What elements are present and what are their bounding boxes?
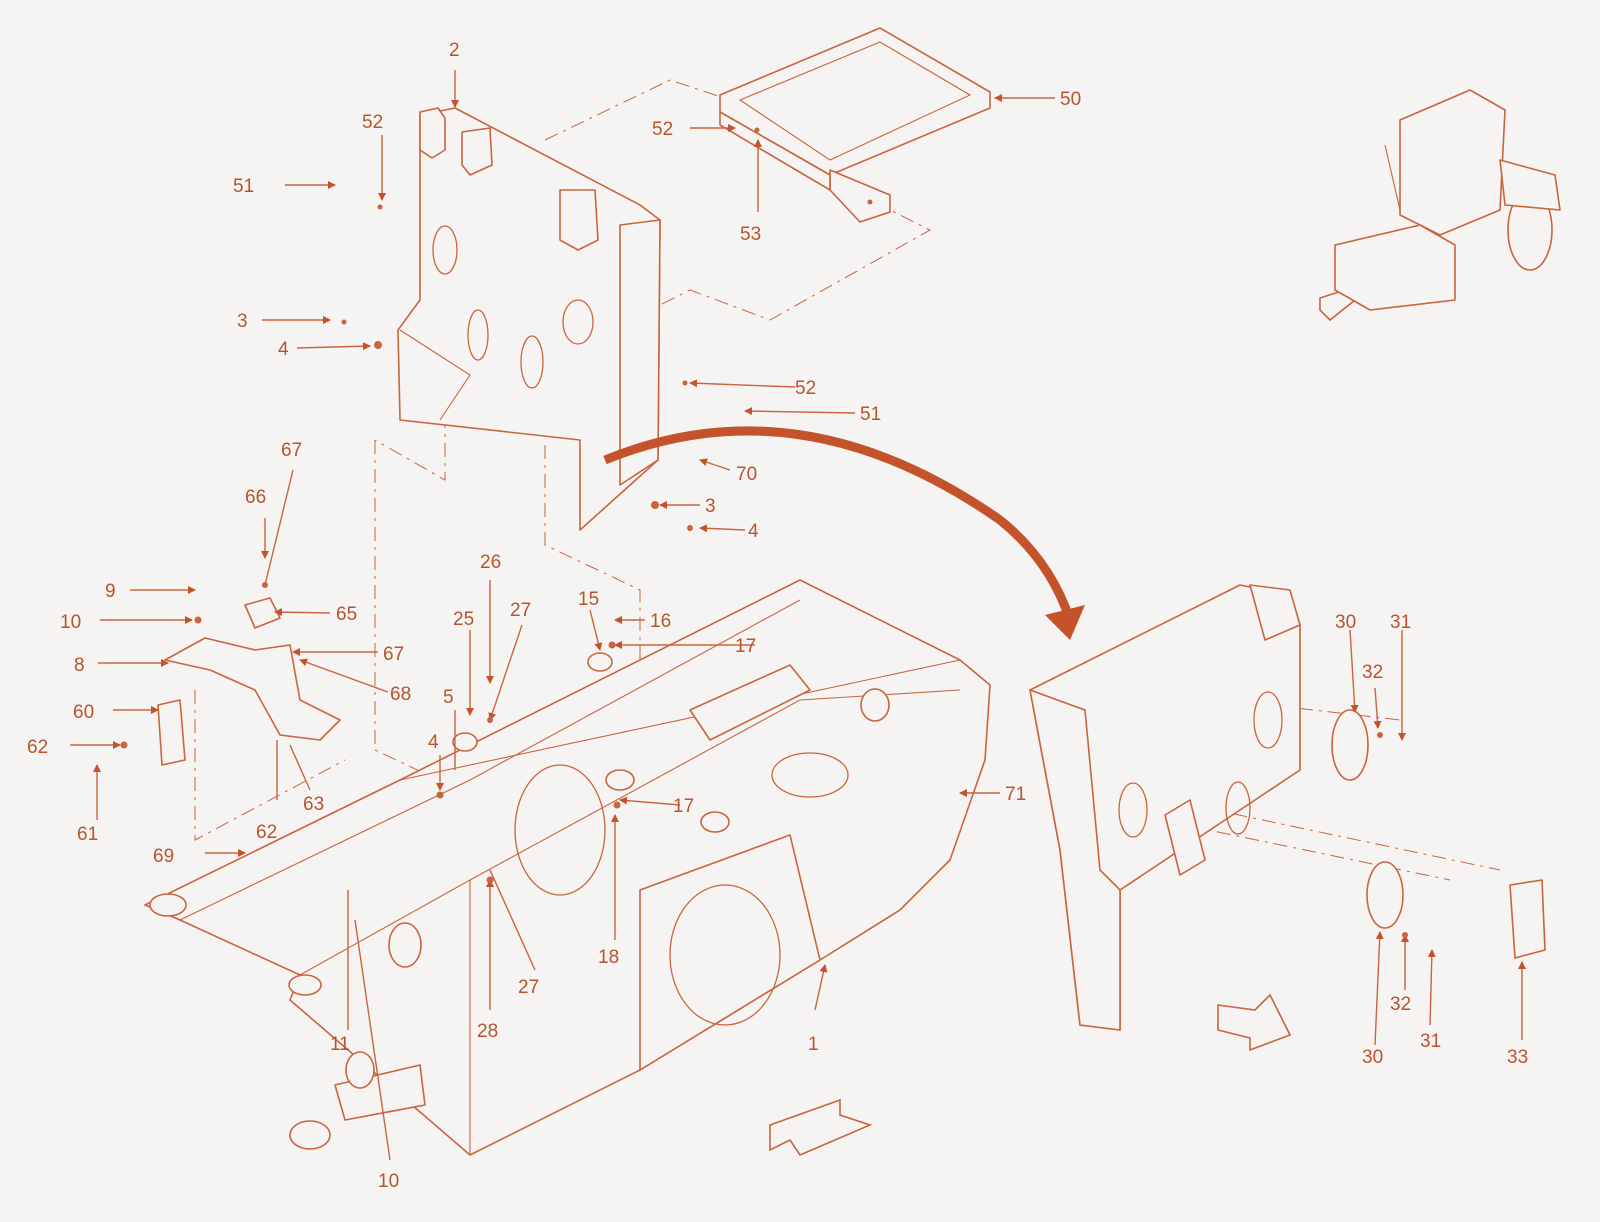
label-50: 50 [1060, 89, 1081, 110]
label-52: 52 [652, 119, 673, 140]
roller-thumbnail-icon [1334, 89, 1561, 311]
part-1-main-chassis [144, 579, 991, 1156]
hardware-dots [120, 204, 1408, 938]
label-52: 52 [795, 378, 816, 399]
label-18: 18 [598, 947, 619, 968]
label-62: 62 [27, 737, 48, 758]
bracket-assembly [157, 597, 341, 766]
label-32: 32 [1362, 662, 1383, 683]
label-27: 27 [510, 600, 531, 621]
label-10: 10 [378, 1171, 399, 1192]
part-30-cover-upper [1331, 709, 1369, 781]
label-3: 3 [237, 311, 248, 332]
label-30: 30 [1362, 1047, 1383, 1068]
label-17: 17 [673, 796, 694, 817]
label-8: 8 [74, 655, 85, 676]
label-2: 2 [449, 40, 460, 61]
label-32: 32 [1390, 994, 1411, 1015]
label-4: 4 [428, 732, 439, 753]
label-27: 27 [518, 977, 539, 998]
label-31: 31 [1420, 1031, 1441, 1052]
part-labels: 2 52 51 3 4 50 52 53 52 51 70 3 4 67 66 … [27, 40, 1528, 1192]
label-9: 9 [105, 581, 116, 602]
part-50-top-frame [719, 27, 991, 223]
label-25: 25 [453, 609, 474, 630]
label-53: 53 [740, 224, 761, 245]
label-63: 63 [303, 794, 324, 815]
direction-arrow-right [1217, 993, 1292, 1052]
label-17: 17 [735, 636, 756, 657]
part-33-plate [1509, 879, 1546, 959]
label-71: 71 [1005, 784, 1026, 805]
label-67: 67 [383, 644, 404, 665]
label-67: 67 [281, 440, 302, 461]
label-10: 10 [60, 612, 81, 633]
label-51: 51 [233, 176, 254, 197]
label-30: 30 [1335, 612, 1356, 633]
part-30-cover-lower [1366, 861, 1404, 929]
label-66: 66 [245, 487, 266, 508]
label-1: 1 [808, 1034, 819, 1055]
label-16: 16 [650, 611, 671, 632]
label-15: 15 [578, 589, 599, 610]
label-28: 28 [477, 1021, 498, 1042]
label-4: 4 [748, 521, 759, 542]
direction-arrow-main [769, 1098, 873, 1156]
label-31: 31 [1390, 612, 1411, 633]
label-4: 4 [278, 339, 289, 360]
label-33: 33 [1507, 1047, 1528, 1068]
label-26: 26 [480, 552, 501, 573]
label-11: 11 [330, 1034, 350, 1055]
transfer-arrow-head [1045, 605, 1085, 640]
label-62: 62 [256, 822, 277, 843]
label-65: 65 [336, 604, 357, 625]
transfer-arrow [603, 426, 1075, 622]
label-68: 68 [390, 684, 411, 705]
label-51: 51 [860, 404, 881, 425]
label-52: 52 [362, 112, 383, 133]
part-2-rear-plate [397, 107, 661, 531]
assembly-guide-lines [194, 79, 1501, 900]
label-3: 3 [705, 496, 716, 517]
label-70: 70 [736, 464, 757, 485]
label-5: 5 [443, 687, 454, 708]
rear-plate-exploded-view [1029, 584, 1301, 1031]
leader-lines [70, 70, 1526, 1161]
label-60: 60 [73, 702, 94, 723]
label-69: 69 [153, 846, 174, 867]
label-61: 61 [77, 824, 98, 845]
